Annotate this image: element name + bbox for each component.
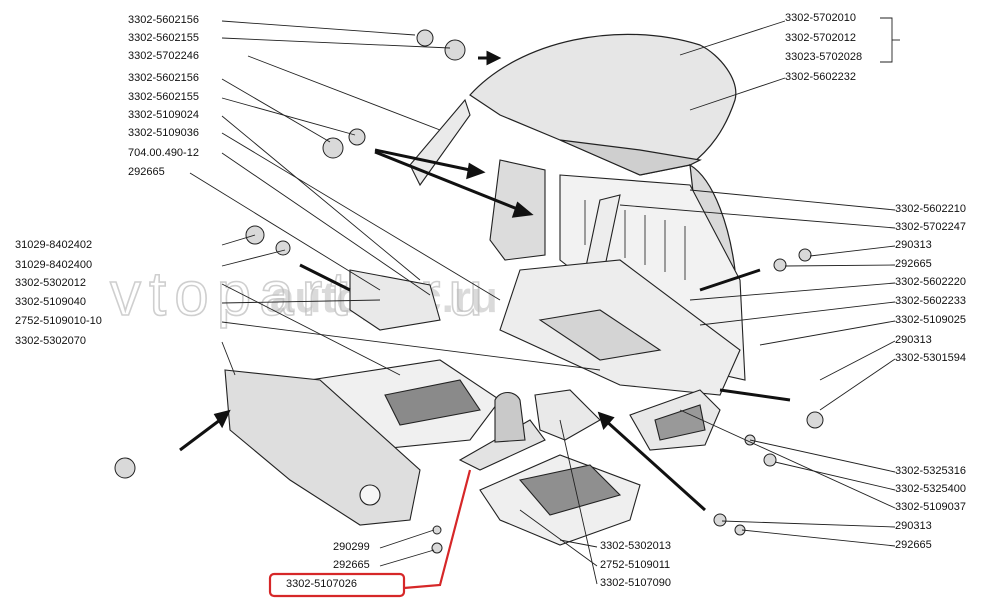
part-label: 3302-5325400: [895, 483, 966, 495]
part-label: 3302-5702012: [785, 32, 856, 44]
part-label: 3302-5602155: [128, 32, 199, 44]
part-label: 3302-5702247: [895, 221, 966, 233]
leader-lines: [189, 20, 896, 585]
label-group-bracket: [880, 17, 900, 63]
highlight-box: [268, 572, 406, 598]
part-label: 290313: [895, 239, 932, 251]
part-label: 33023-5702028: [785, 51, 863, 63]
part-label: 3302-5602232: [785, 71, 856, 83]
part-label: 31029-8402400: [15, 259, 93, 271]
part-label: 3302-5302012: [15, 277, 86, 289]
part-label: 3302-5109040: [15, 296, 86, 308]
part-label: 3302-5109037: [895, 501, 966, 513]
part-label: 292665: [128, 166, 165, 178]
highlight-line: [403, 469, 472, 590]
part-label: 290313: [895, 520, 932, 532]
part-label: 704.00.490-12: [128, 147, 199, 159]
right-floor-mat: [479, 454, 641, 546]
part-label: 3302-5109036: [128, 127, 199, 139]
left-kick-panel: [224, 369, 421, 526]
part-label: 292665: [333, 559, 370, 571]
part-label: 3302-5602156: [128, 14, 199, 26]
part-label: 3302-5325316: [895, 465, 966, 477]
fasteners: [114, 29, 824, 554]
part-label: 31029-8402402: [15, 239, 93, 251]
part-label: 3302-5602220: [895, 276, 966, 288]
part-label: 3302-5702246: [128, 50, 199, 62]
highlighted-part-label: 3302-5107026: [286, 578, 357, 590]
center-floor: [499, 259, 741, 396]
part-label: 3302-5602210: [895, 203, 966, 215]
part-label: 290313: [895, 334, 932, 346]
part-label: 3302-5602155: [128, 91, 199, 103]
part-label: 3302-5301594: [895, 352, 966, 364]
highlight-callout: [268, 469, 472, 598]
right-bracket: [534, 389, 601, 441]
part-label: 3302-5302070: [15, 335, 86, 347]
arrows: [179, 50, 791, 512]
part-label: 3302-5302013: [600, 540, 671, 552]
part-label: 3302-5107090: [600, 577, 671, 589]
part-label: 292665: [895, 539, 932, 551]
part-label: 3302-5109024: [128, 109, 199, 121]
part-label: 3302-5602233: [895, 295, 966, 307]
part-label: 2752-5109010-10: [15, 315, 102, 327]
part-label: 292665: [895, 258, 932, 270]
boot-bracket: [458, 391, 546, 471]
part-label: 3302-5702010: [785, 12, 856, 24]
part-label: 290299: [333, 541, 370, 553]
part-label: 3302-5602156: [128, 72, 199, 84]
part-label: 3302-5109025: [895, 314, 966, 326]
part-label: 2752-5109011: [600, 559, 671, 571]
step-mat: [629, 389, 721, 451]
